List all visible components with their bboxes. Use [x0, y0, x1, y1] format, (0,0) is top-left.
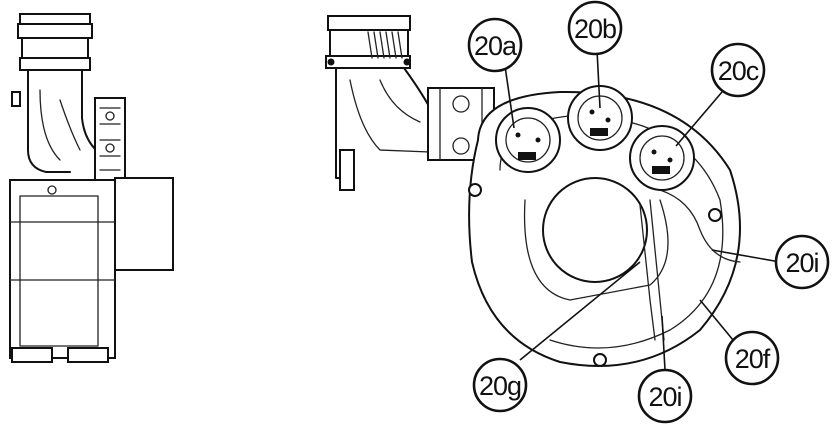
- callout-20i-right: 20i: [774, 234, 830, 290]
- leader-20b: [596, 49, 601, 109]
- callout-20a: 20a: [467, 17, 523, 73]
- leader-20i-right: [711, 249, 781, 263]
- callout-label: 20i: [648, 382, 681, 412]
- leader-20i-bottom: [661, 315, 666, 371]
- leader-20g: [519, 261, 641, 361]
- front-view-assembly: [325, 15, 741, 367]
- leader-20a: [504, 65, 515, 129]
- callout-label: 20a: [474, 31, 518, 61]
- callout-20f: 20f: [724, 330, 780, 386]
- callout-label: 20b: [574, 14, 616, 44]
- callout-leaders: [504, 49, 781, 371]
- callout-20i-bottom: 20i: [637, 368, 693, 424]
- callout-label: 20c: [718, 56, 759, 86]
- callout-label: 20g: [479, 371, 521, 401]
- side-view-assembly: [9, 13, 174, 363]
- leader-20f: [699, 299, 739, 347]
- callout-label: 20i: [785, 248, 818, 278]
- pressure-switch-20a: [495, 107, 561, 173]
- callout-20g: 20g: [472, 357, 528, 413]
- callout-20c: 20c: [710, 42, 766, 98]
- callout-20b: 20b: [567, 0, 623, 56]
- leader-20c: [675, 91, 723, 147]
- callout-label: 20f: [735, 344, 771, 374]
- pressure-switch-20c: [629, 125, 695, 191]
